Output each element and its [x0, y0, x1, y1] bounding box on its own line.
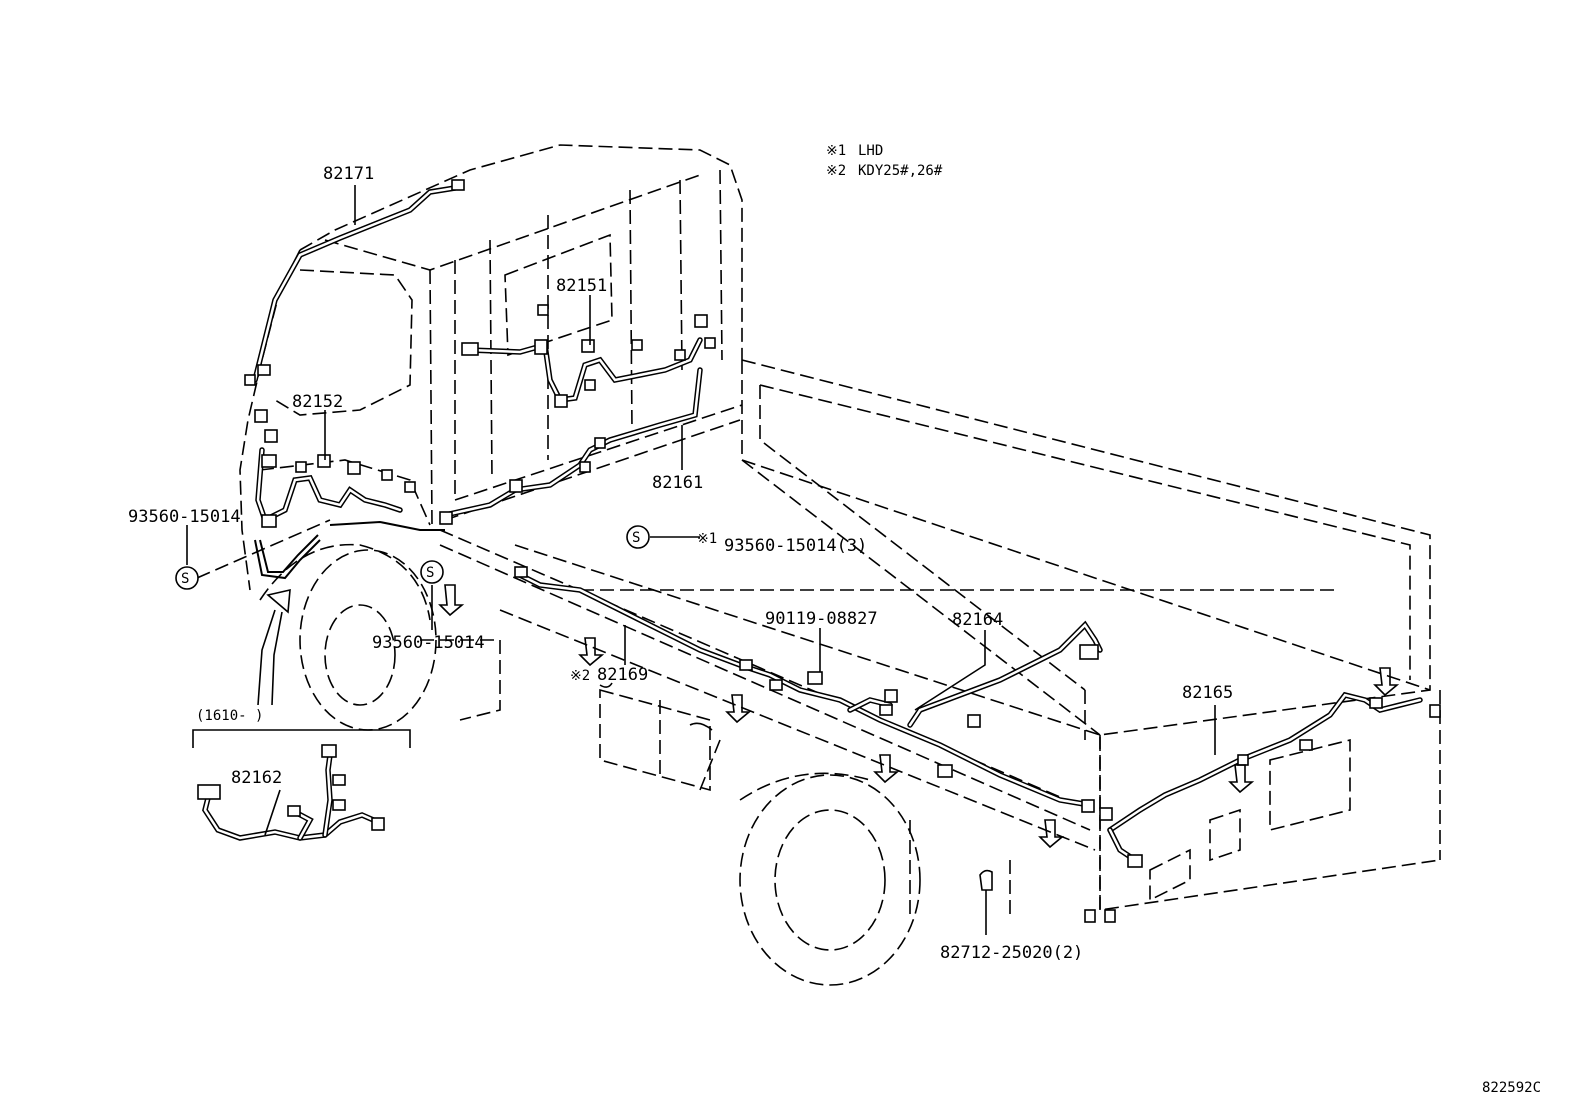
note-1-text: LHD: [858, 143, 883, 159]
pointer-arrow: [257, 588, 291, 706]
inset-bracket: [192, 729, 411, 748]
harness-82161: [329, 367, 703, 531]
part-label-93560-front: 93560-15014: [128, 507, 241, 527]
part-label-82151: 82151: [556, 276, 607, 296]
harness-82152: [254, 409, 416, 528]
screw-symbol-2: S: [626, 525, 650, 549]
note-1-mark: ※1: [826, 143, 846, 159]
rear-wheel: [739, 772, 921, 986]
harness-82165: [1099, 691, 1423, 902]
harness-82162: [197, 744, 385, 841]
part-label-82169-mark: ※2: [570, 668, 590, 684]
screw-letter: S: [181, 571, 189, 587]
inset-range-label: (1610- ): [196, 708, 263, 724]
part-label-82164: 82164: [952, 610, 1003, 630]
screw-letter: S: [632, 530, 640, 546]
front-lower-wire: [254, 534, 321, 580]
screw-symbol-3: S: [420, 560, 444, 584]
part-label-82169: 82169: [597, 665, 648, 685]
part-label-82171: 82171: [323, 164, 374, 184]
harness-82171: [244, 179, 465, 386]
part-label-93560-mark: ※1: [697, 531, 717, 547]
part-label-90119: 90119-08827: [765, 609, 878, 629]
part-label-82165: 82165: [1182, 683, 1233, 703]
harness-82169: [514, 566, 1095, 813]
part-label-82162: 82162: [231, 768, 282, 788]
part-label-93560-lower: 93560-15014: [372, 633, 485, 653]
screw-letter: S: [426, 565, 434, 581]
fuel-tank: [420, 639, 1351, 920]
screw-symbol-1: S: [175, 566, 199, 590]
notes: ※1 LHD ※2 KDY25#,26#: [826, 143, 943, 179]
harness-82151: [461, 304, 716, 408]
diagram-code: 822592C: [1482, 1080, 1541, 1096]
note-2-mark: ※2: [826, 163, 846, 179]
harness-82164: [847, 620, 1103, 778]
part-labels: 82171 82151 82152 82161 93560-15014 ※1 9…: [128, 164, 1233, 963]
part-label-82152: 82152: [292, 392, 343, 412]
clamps: [438, 584, 1441, 923]
part-label-82161: 82161: [652, 473, 703, 493]
note-2-text: KDY25#,26#: [858, 163, 943, 179]
leader-lines: [186, 185, 1216, 935]
part-label-82712: 82712-25020(2): [940, 943, 1083, 963]
part-label-93560-bed: 93560-15014(3): [724, 536, 867, 556]
truck-bed: [439, 359, 1441, 911]
